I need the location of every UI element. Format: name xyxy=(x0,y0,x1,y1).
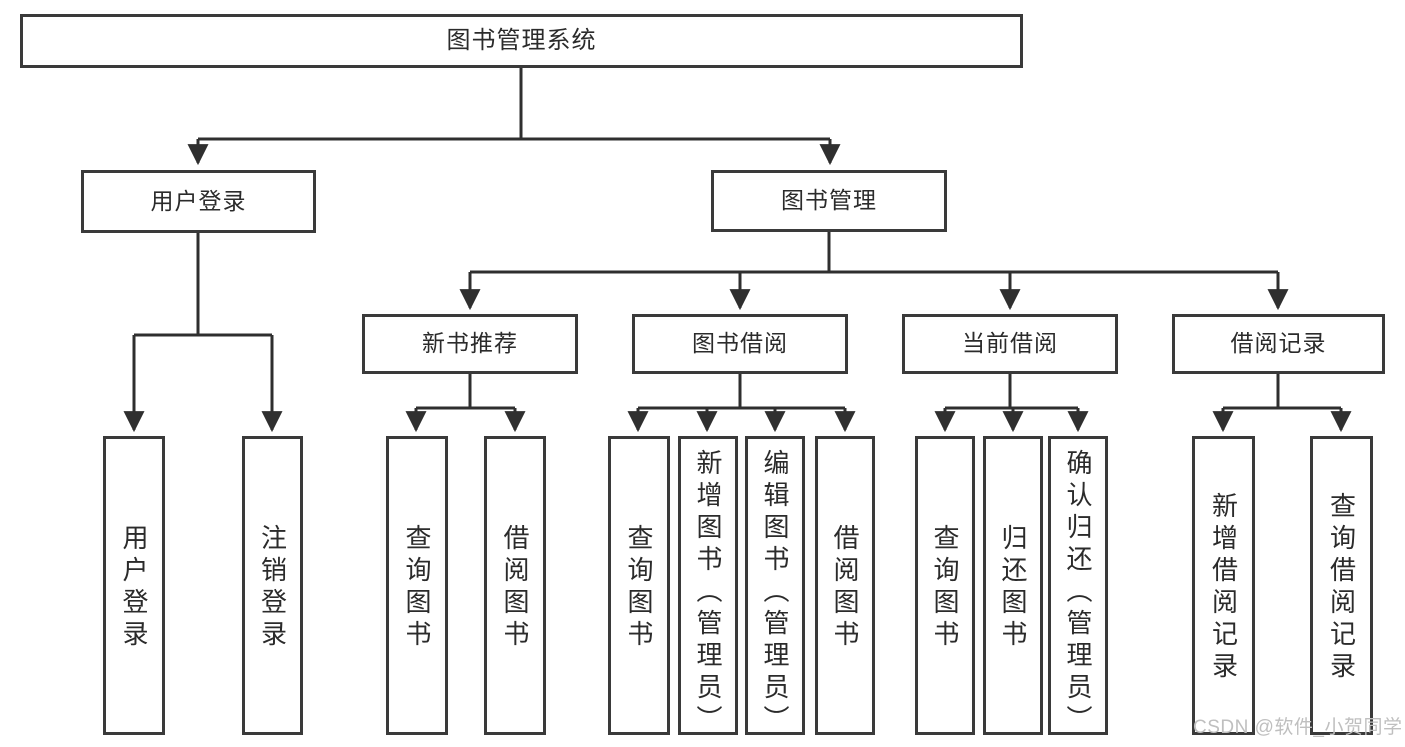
node-label: 当前借阅 xyxy=(962,330,1058,357)
leaf-query-book-recommend[interactable]: 查询图书 xyxy=(386,436,448,735)
leaf-add-book-admin[interactable]: 新增图书（管理员） xyxy=(678,436,738,737)
leaf-return-book[interactable]: 归还图书 xyxy=(983,436,1043,735)
node-label: 新书推荐 xyxy=(422,330,518,357)
node-book-management[interactable]: 图书管理 xyxy=(711,170,947,232)
node-label: 用户登录 xyxy=(150,187,247,214)
node-label: 编辑图书（管理员） xyxy=(760,449,790,737)
node-label: 借阅图书 xyxy=(500,523,530,652)
node-book-borrow[interactable]: 图书借阅 xyxy=(632,314,848,374)
node-label: 用户登录 xyxy=(119,523,149,652)
leaf-query-borrow-record[interactable]: 查询借阅记录 xyxy=(1310,436,1373,735)
node-label: 查询图书 xyxy=(624,523,654,652)
csdn-watermark: CSDN @软件_小贺同学 xyxy=(1193,717,1403,738)
node-label: 新增图书（管理员） xyxy=(693,449,723,737)
node-label: 图书管理 xyxy=(781,187,877,214)
node-label: 归还图书 xyxy=(998,523,1028,652)
node-label: 查询图书 xyxy=(402,523,432,652)
node-label: 查询图书 xyxy=(930,523,960,652)
leaf-add-borrow-record[interactable]: 新增借阅记录 xyxy=(1192,436,1255,735)
node-label: 确认归还（管理员） xyxy=(1063,449,1093,737)
node-current-borrow[interactable]: 当前借阅 xyxy=(902,314,1118,374)
node-label: 注销登录 xyxy=(257,523,288,652)
node-new-book-recommend[interactable]: 新书推荐 xyxy=(362,314,578,374)
node-label: 借阅图书 xyxy=(830,523,860,652)
leaf-query-book-current[interactable]: 查询图书 xyxy=(915,436,975,735)
leaf-user-login[interactable]: 用户登录 xyxy=(103,436,165,735)
node-label: 图书管理系统 xyxy=(446,26,597,54)
leaf-confirm-return-admin[interactable]: 确认归还（管理员） xyxy=(1048,436,1108,737)
leaf-borrow-book-recommend[interactable]: 借阅图书 xyxy=(484,436,546,735)
node-root-system[interactable]: 图书管理系统 xyxy=(20,14,1023,68)
leaf-borrow-book[interactable]: 借阅图书 xyxy=(815,436,875,735)
node-borrow-record[interactable]: 借阅记录 xyxy=(1172,314,1385,374)
node-user-login[interactable]: 用户登录 xyxy=(81,170,316,233)
leaf-logout[interactable]: 注销登录 xyxy=(242,436,303,735)
node-label: 借阅记录 xyxy=(1230,330,1327,357)
leaf-edit-book-admin[interactable]: 编辑图书（管理员） xyxy=(745,436,805,737)
leaf-query-book-borrow[interactable]: 查询图书 xyxy=(608,436,670,735)
node-label: 新增借阅记录 xyxy=(1208,491,1239,684)
node-label: 查询借阅记录 xyxy=(1326,491,1357,684)
node-label: 图书借阅 xyxy=(692,330,788,357)
